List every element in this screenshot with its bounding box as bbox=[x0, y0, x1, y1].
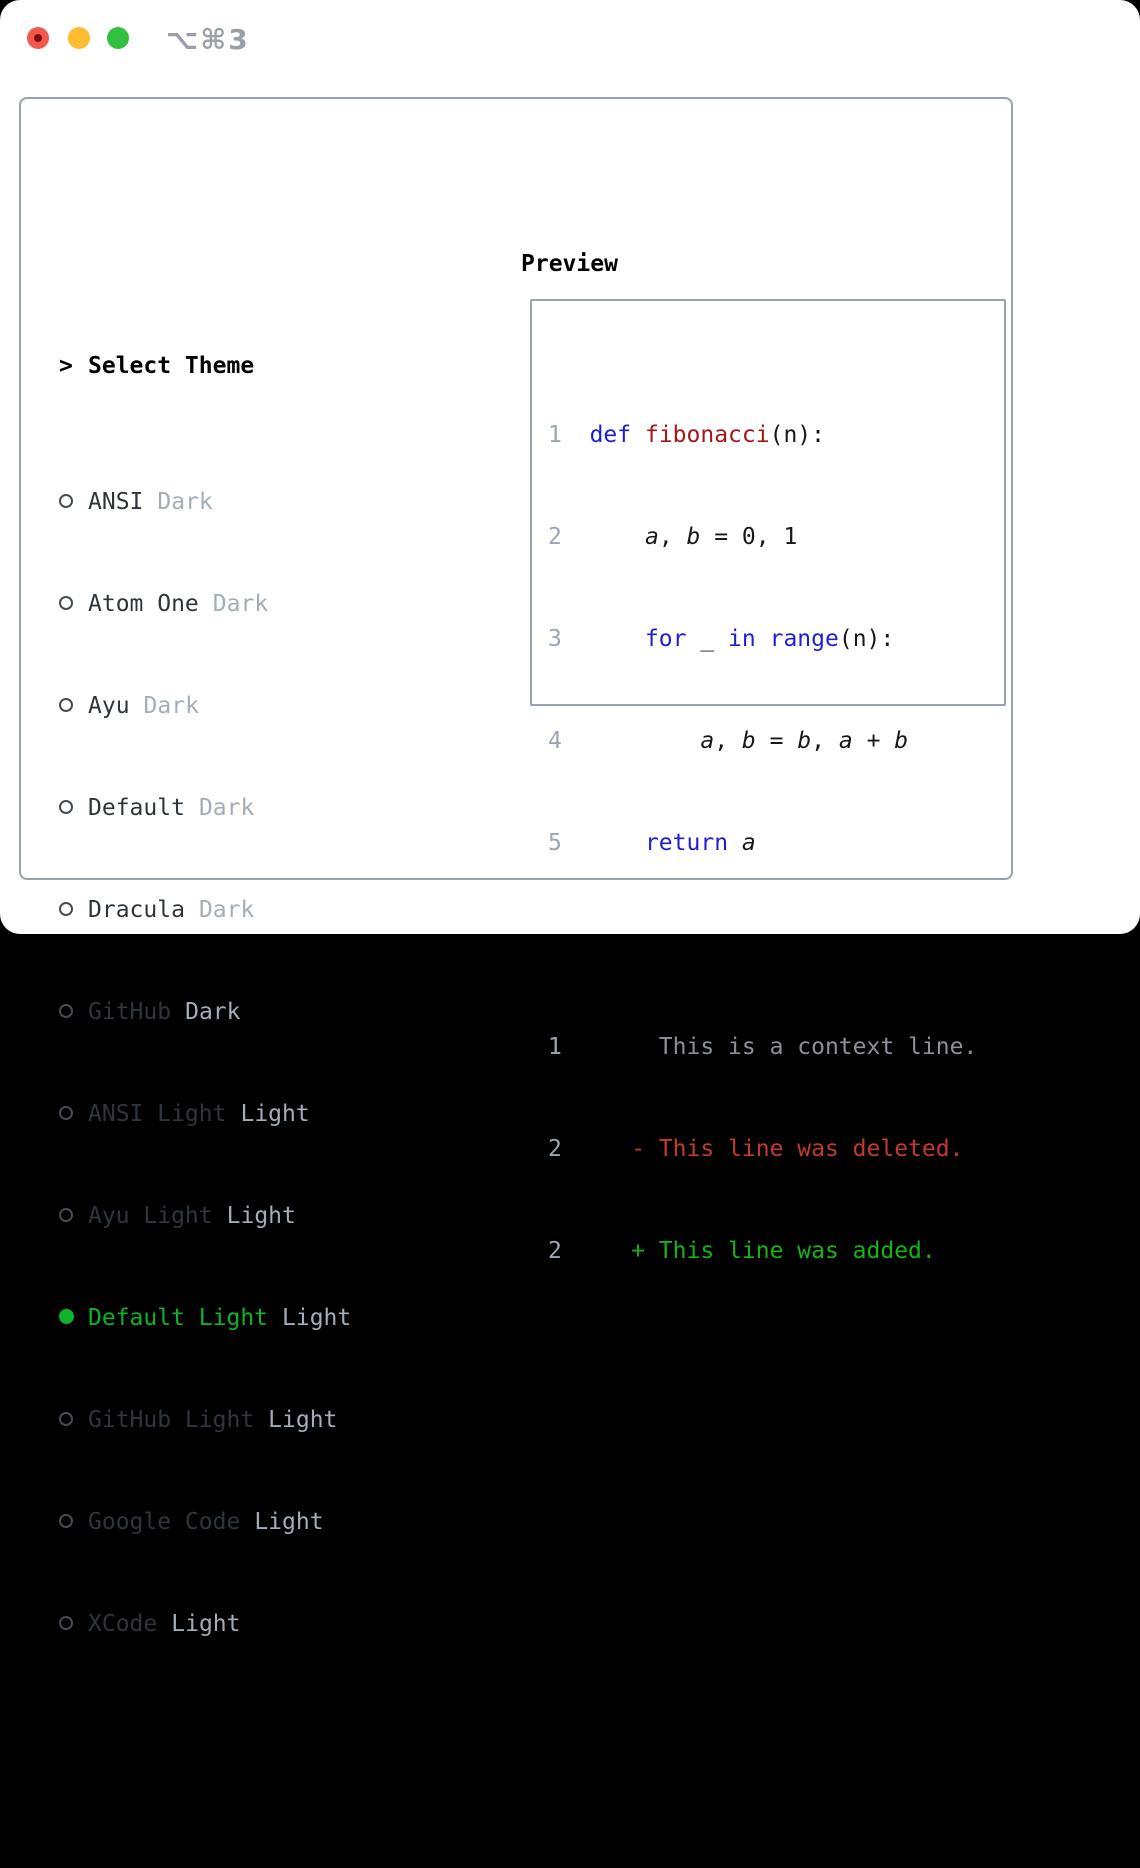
radio-unselected-icon bbox=[59, 1607, 88, 1641]
function-name-token: fibonacci bbox=[644, 422, 770, 448]
window-shortcut-label: ⌥⌘3 bbox=[166, 23, 250, 56]
line-number: 4 bbox=[548, 728, 562, 754]
variable-token: b bbox=[741, 728, 756, 754]
radio-unselected-icon bbox=[59, 995, 88, 1029]
radio-unselected-icon bbox=[59, 791, 88, 825]
preview-pane: 1 def fibonacci(n): 2 a, b = 0, 1 3 for … bbox=[530, 299, 1006, 1264]
radio-unselected-icon bbox=[59, 1505, 88, 1539]
radio-unselected-icon bbox=[59, 1403, 88, 1437]
preview-title: Preview bbox=[521, 251, 618, 277]
variable-token: a bbox=[838, 728, 853, 754]
theme-variant-label: Light bbox=[226, 1203, 296, 1229]
theme-list-title: Select Theme bbox=[88, 353, 255, 379]
minimize-button[interactable] bbox=[68, 27, 90, 49]
radio-unselected-icon bbox=[59, 485, 88, 519]
code-line-2: 2 a, b = 0, 1 bbox=[548, 524, 798, 550]
theme-variant-label: Light bbox=[254, 1509, 324, 1535]
radio-unselected-icon bbox=[59, 587, 88, 621]
variable-token: b bbox=[686, 524, 701, 550]
variable-token: a bbox=[741, 830, 756, 856]
diff-context-line: 1 This is a context line. bbox=[548, 1030, 977, 1064]
line-number: 2 bbox=[548, 524, 562, 550]
theme-list-header: > Select Theme bbox=[59, 349, 447, 383]
preview-code: 1 def fibonacci(n): 2 a, b = 0, 1 3 for … bbox=[548, 350, 977, 1336]
code-line-4: 4 a, b = b, a + b bbox=[548, 728, 909, 754]
added-text: + This line was added. bbox=[631, 1238, 936, 1264]
line-number: 1 bbox=[548, 422, 562, 448]
code-line-5: 5 return a bbox=[548, 826, 977, 860]
variable-token: a bbox=[644, 524, 659, 550]
theme-variant-label: Light bbox=[240, 1101, 310, 1127]
focus-caret-icon: > bbox=[59, 353, 73, 379]
radio-selected-icon bbox=[59, 1301, 88, 1335]
theme-variant-label: Light bbox=[171, 1611, 241, 1637]
line-number: 1 bbox=[548, 1034, 562, 1060]
variable-token: b bbox=[797, 728, 812, 754]
theme-variant-label: Dark bbox=[198, 795, 255, 821]
theme-variant-label: Light bbox=[268, 1407, 338, 1433]
radio-unselected-icon bbox=[59, 1199, 88, 1233]
close-active-dot-icon bbox=[34, 34, 42, 42]
variable-token: b bbox=[894, 728, 909, 754]
keyword-token: in bbox=[728, 626, 756, 652]
line-number: 3 bbox=[548, 626, 562, 652]
line-number: 2 bbox=[548, 1238, 562, 1264]
theme-variant-label: Light bbox=[282, 1305, 352, 1331]
theme-variant-label: Dark bbox=[143, 693, 199, 719]
zoom-button[interactable] bbox=[107, 27, 129, 49]
close-button[interactable] bbox=[27, 27, 49, 49]
line-number: 5 bbox=[548, 830, 562, 856]
radio-unselected-icon bbox=[59, 1097, 88, 1131]
keyword-token: range bbox=[769, 626, 839, 652]
diff-added-line: 2 + This line was added. bbox=[548, 1234, 977, 1268]
radio-unselected-icon bbox=[59, 893, 88, 927]
blank-line bbox=[548, 928, 977, 962]
theme-variant-label: Dark bbox=[185, 999, 241, 1025]
keyword-token: for bbox=[644, 626, 687, 652]
diff-deleted-line: 2 - This line was deleted. bbox=[548, 1132, 977, 1166]
theme-variant-label: Dark bbox=[198, 897, 255, 923]
line-number: 2 bbox=[548, 1136, 562, 1162]
keyword-token: def bbox=[589, 422, 632, 448]
context-text: This is a context line. bbox=[658, 1034, 978, 1060]
theme-variant-label: Dark bbox=[212, 591, 269, 617]
theme-variant-label: Dark bbox=[157, 489, 213, 515]
variable-token: a bbox=[700, 728, 715, 754]
radio-unselected-icon bbox=[59, 689, 88, 723]
keyword-token: return bbox=[644, 830, 729, 856]
code-line-3: 3 for _ in range(n): bbox=[548, 626, 895, 652]
code-line-1: 1 def fibonacci(n): bbox=[548, 422, 825, 448]
deleted-text: - This line was deleted. bbox=[631, 1136, 964, 1162]
